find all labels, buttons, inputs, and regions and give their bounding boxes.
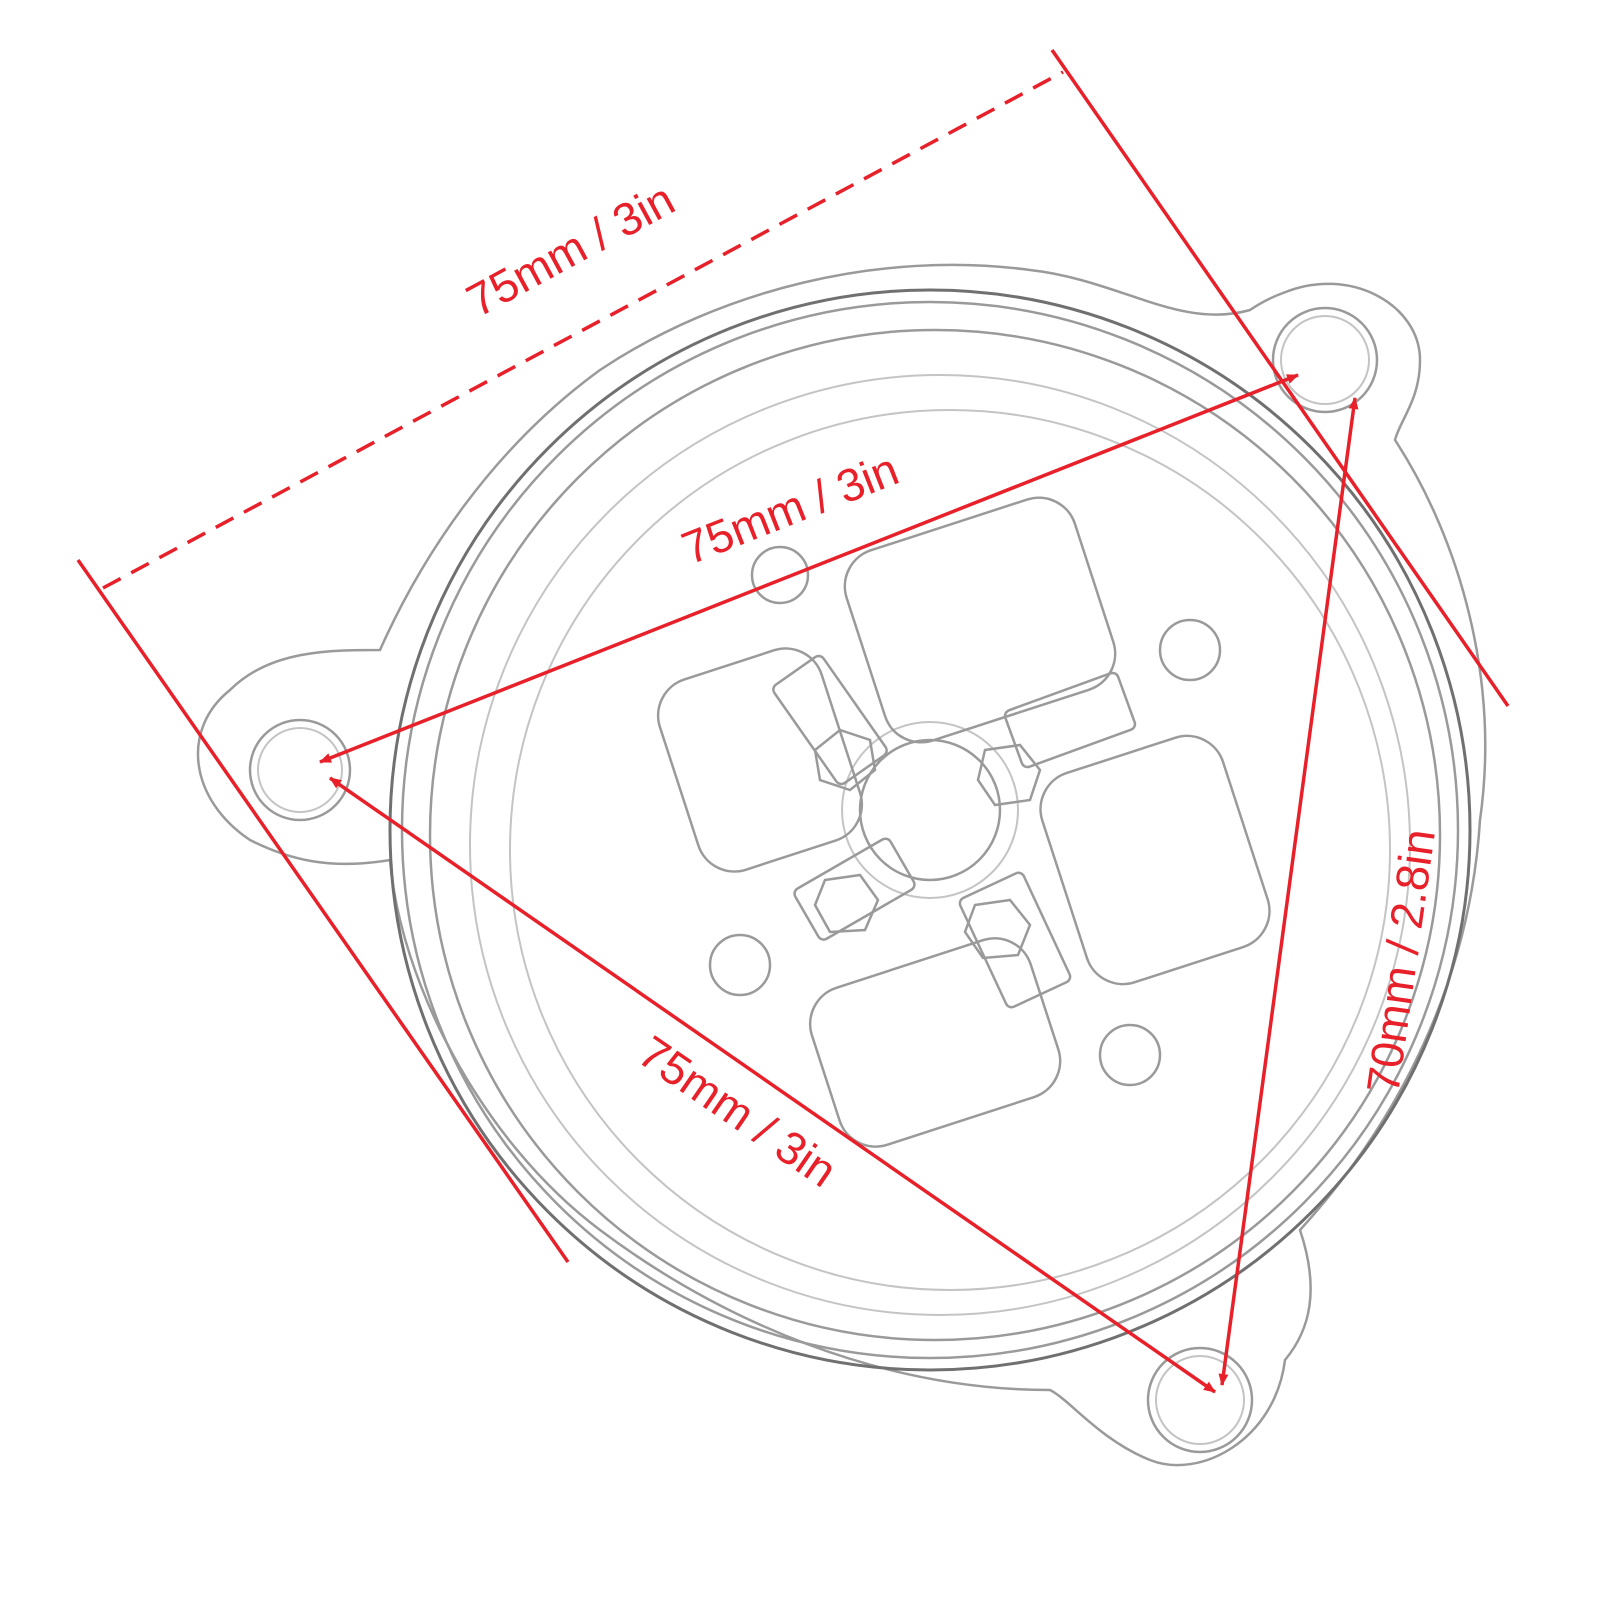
mount-hole-bottom (1146, 1346, 1254, 1454)
mount-hole-left-inner (257, 727, 343, 813)
spoke-upper-right (1003, 671, 1137, 769)
seal-ring (428, 328, 1442, 1342)
extension-line-left (76, 558, 570, 1264)
dimension-line-top-outer (102, 70, 1064, 590)
hex-nut-lower-left (813, 873, 880, 934)
spoke-lower-left (793, 837, 916, 941)
mount-hole-left (248, 718, 352, 822)
vent-window-right (1039, 734, 1271, 986)
vent-window-left (656, 647, 864, 873)
boss-bottom-left (708, 933, 772, 997)
inner-recess-shadow (509, 409, 1391, 1291)
dimension-line-left-lower (329, 776, 1216, 1394)
dimension-line-right (1218, 397, 1359, 1386)
dimension-line-top-inner (319, 373, 1299, 764)
mount-hole-bottom-inner (1155, 1355, 1245, 1445)
boss-top-left (750, 545, 810, 605)
hex-nut-lower-right (963, 898, 1032, 960)
dimension-label-top-inner: 75mm / 3in (675, 443, 906, 575)
dimension-label-top-outer: 75mm / 3in (458, 173, 683, 327)
boss-bottom-right (1098, 1023, 1162, 1087)
vent-window-bottom (808, 937, 1062, 1148)
dimension-label-right: 70mm / 2.8in (1356, 826, 1445, 1097)
hex-nut-upper-right (976, 743, 1042, 807)
center-hub (858, 738, 1002, 882)
mount-hole-top-right (1271, 306, 1379, 414)
outer-ring-inner-edge (400, 300, 1460, 1360)
mount-hole-top-right-inner (1280, 315, 1370, 405)
spoke-hardware (772, 654, 1137, 1009)
boss-top-right (1158, 618, 1222, 682)
dimension-label-left-lower: 75mm / 3in (629, 1025, 846, 1197)
outer-ring (388, 288, 1472, 1372)
spoke-lower-right (958, 871, 1072, 1009)
vent-window-top (843, 496, 1117, 744)
extension-line-right (1050, 49, 1510, 707)
